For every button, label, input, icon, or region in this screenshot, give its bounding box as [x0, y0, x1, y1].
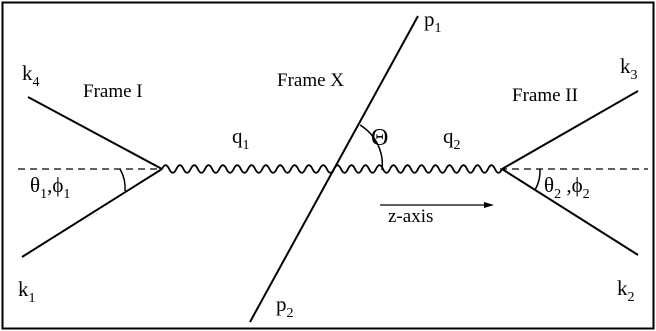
k1-line	[21, 168, 163, 258]
q1-label: q1	[232, 124, 250, 153]
frame-1-label: Frame I	[83, 81, 143, 102]
z-axis-arrowhead	[484, 202, 494, 208]
k3-label: k3	[620, 54, 638, 83]
k1-arrow	[84, 212, 98, 221]
theta2-phi2-label: θ2 ,ϕ2	[544, 173, 590, 202]
k3-arrow	[562, 126, 576, 135]
p1-arrow	[371, 88, 379, 101]
k2-label: k2	[617, 276, 635, 305]
p1-label: p1	[424, 7, 442, 36]
theta2-arc	[534, 168, 541, 191]
big-theta-label: Θ	[371, 125, 388, 151]
q2-label: q2	[443, 124, 461, 153]
k4-label: k4	[22, 61, 40, 90]
big-theta-arc	[359, 124, 384, 171]
p2-arrow	[283, 248, 291, 261]
frame-x-label: Frame X	[277, 70, 344, 91]
theta1-arc	[119, 168, 126, 192]
p2-label: p2	[276, 292, 294, 321]
q1-photon-line	[161, 164, 335, 174]
k1-label: k1	[18, 277, 36, 306]
k2-arrow	[565, 209, 579, 218]
theta1-phi1-label: θ1,ϕ1	[30, 173, 70, 202]
k4-arrow	[89, 130, 103, 137]
z-axis-label: z-axis	[388, 206, 433, 227]
q2-photon-line	[333, 164, 503, 174]
frame-2-label: Frame II	[512, 85, 578, 106]
